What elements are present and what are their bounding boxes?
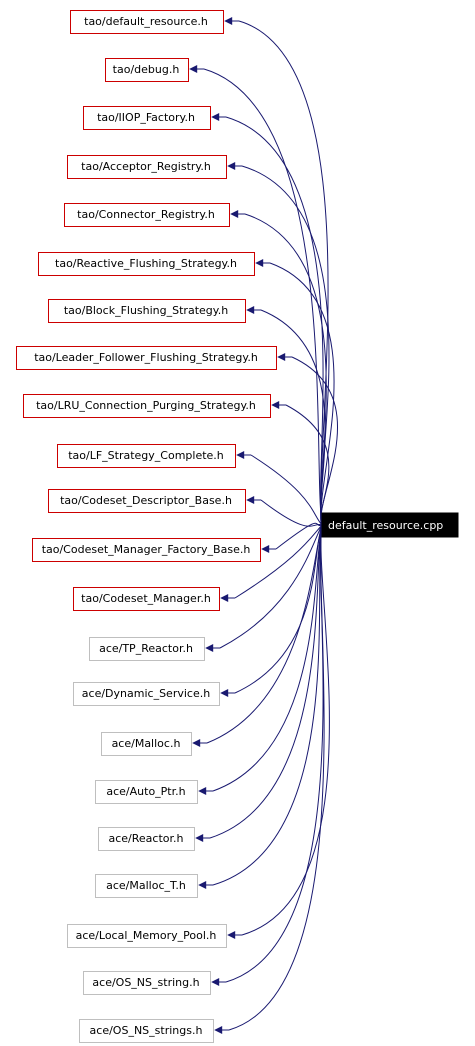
include-edge [203, 68, 323, 526]
include-node[interactable]: tao/Leader_Follower_Flushing_Strategy.h [16, 346, 277, 370]
include-node[interactable]: tao/LRU_Connection_Purging_Strategy.h [23, 394, 271, 418]
include-node[interactable]: tao/Codeset_Manager.h [73, 587, 220, 611]
include-node-box [83, 106, 211, 130]
include-node-box [101, 732, 192, 756]
include-edge [250, 454, 323, 526]
include-node-label: tao/LF_Strategy_Complete.h [68, 449, 224, 462]
include-node-box [67, 155, 227, 179]
include-node-label: tao/Codeset_Descriptor_Base.h [60, 494, 232, 507]
include-edge [212, 524, 323, 886]
include-node-label: tao/debug.h [113, 63, 180, 76]
include-node[interactable]: tao/Codeset_Descriptor_Base.h [48, 489, 246, 513]
include-edge [269, 262, 335, 526]
include-edge [260, 499, 323, 527]
include-node-box [16, 346, 277, 370]
include-node[interactable]: tao/default_resource.h [70, 10, 224, 34]
include-node-label: tao/Acceptor_Registry.h [81, 160, 211, 173]
include-node-label: tao/LRU_Connection_Purging_Strategy.h [36, 399, 256, 412]
include-node[interactable]: tao/IIOP_Factory.h [83, 106, 211, 130]
include-node[interactable]: ace/Auto_Ptr.h [95, 780, 198, 804]
include-node-box [83, 971, 211, 995]
include-node[interactable]: tao/Block_Flushing_Strategy.h [48, 299, 246, 323]
include-node-box [48, 299, 246, 323]
include-node-label: tao/Block_Flushing_Strategy.h [64, 304, 228, 317]
include-edge [241, 165, 330, 526]
include-node-box [23, 394, 271, 418]
include-node-box [98, 827, 195, 851]
include-node[interactable]: ace/Local_Memory_Pool.h [67, 924, 227, 948]
include-edge [209, 524, 323, 839]
include-edge [219, 524, 323, 649]
include-node-label: tao/Connector_Registry.h [77, 208, 215, 221]
source-file-label: default_resource.cpp [328, 519, 443, 532]
include-node-label: tao/Leader_Follower_Flushing_Strategy.h [34, 351, 258, 364]
include-node-label: ace/OS_NS_string.h [92, 976, 199, 989]
include-node-label: ace/OS_NS_strings.h [90, 1024, 203, 1037]
include-node-box [48, 489, 246, 513]
include-node-box [67, 924, 227, 948]
include-edge [228, 524, 325, 1031]
include-node[interactable]: ace/OS_NS_string.h [83, 971, 211, 995]
include-node-box [95, 874, 198, 898]
include-edge [260, 309, 326, 526]
include-edge [234, 524, 323, 599]
include-node-label: ace/Malloc.h [112, 737, 181, 750]
include-node[interactable]: ace/Malloc.h [101, 732, 192, 756]
include-node-label: ace/TP_Reactor.h [99, 642, 193, 655]
include-edge [225, 116, 324, 526]
include-node[interactable]: tao/Reactive_Flushing_Strategy.h [38, 252, 255, 276]
include-edge [275, 522, 323, 550]
include-node-box [64, 203, 230, 227]
include-node-box [70, 10, 224, 34]
include-node-box [79, 1019, 214, 1043]
include-node-label: ace/Malloc_T.h [106, 879, 186, 892]
include-node-box [95, 780, 198, 804]
include-node[interactable]: ace/Reactor.h [98, 827, 195, 851]
source-file-box [321, 512, 459, 538]
include-node-box [38, 252, 255, 276]
include-edge [212, 524, 323, 792]
include-node-label: ace/Local_Memory_Pool.h [76, 929, 217, 942]
include-node[interactable]: tao/Acceptor_Registry.h [67, 155, 227, 179]
include-node-box [32, 538, 261, 562]
include-edge [206, 524, 323, 744]
include-node[interactable]: ace/OS_NS_strings.h [79, 1019, 214, 1043]
include-node-label: ace/Dynamic_Service.h [82, 687, 210, 700]
include-node-box [73, 682, 220, 706]
include-node[interactable]: tao/LF_Strategy_Complete.h [57, 444, 236, 468]
include-node-label: tao/default_resource.h [84, 15, 208, 28]
include-node-box [105, 58, 189, 82]
include-node-label: tao/IIOP_Factory.h [97, 111, 195, 124]
include-nodes: tao/default_resource.h tao/debug.h tao/IIO… [16, 10, 277, 1043]
include-node-box [89, 637, 205, 661]
include-node-label: ace/Reactor.h [109, 832, 184, 845]
source-file-node[interactable]: default_resource.cpp [321, 512, 459, 538]
include-node-label: tao/Codeset_Manager_Factory_Base.h [42, 543, 251, 556]
include-node-box [73, 587, 220, 611]
include-node[interactable]: tao/Connector_Registry.h [64, 203, 230, 227]
include-node[interactable]: ace/Dynamic_Service.h [73, 682, 220, 706]
include-edges [189, 17, 338, 1034]
include-edge [291, 356, 338, 526]
include-node[interactable]: ace/Malloc_T.h [95, 874, 198, 898]
include-edge [285, 404, 330, 526]
include-node-label: tao/Codeset_Manager.h [81, 592, 211, 605]
include-node[interactable]: tao/debug.h [105, 58, 189, 82]
include-node-box [57, 444, 236, 468]
include-node[interactable]: tao/Codeset_Manager_Factory_Base.h [32, 538, 261, 562]
include-node[interactable]: ace/TP_Reactor.h [89, 637, 205, 661]
include-node-label: ace/Auto_Ptr.h [106, 785, 185, 798]
include-node-label: tao/Reactive_Flushing_Strategy.h [55, 257, 237, 270]
include-edge [241, 524, 330, 936]
